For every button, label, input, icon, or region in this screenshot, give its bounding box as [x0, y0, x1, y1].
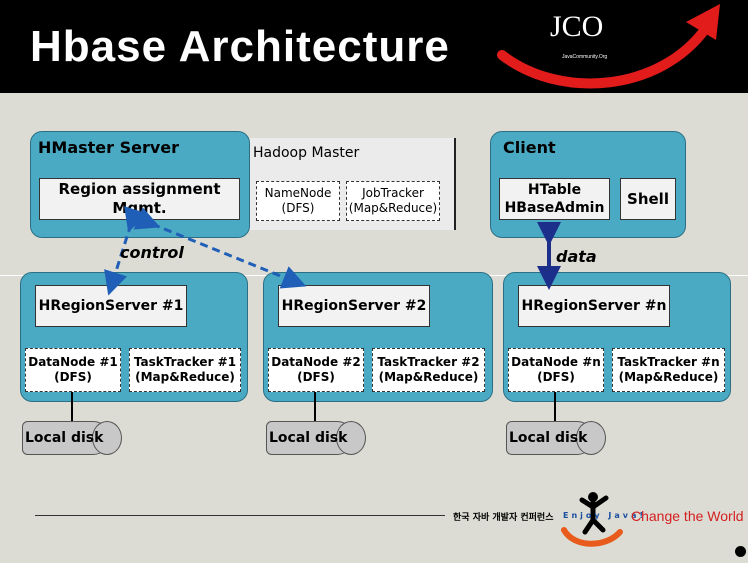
page-title: Hbase Architecture — [30, 22, 450, 71]
client-label: Client — [503, 138, 556, 157]
jobtracker-box: JobTracker (Map&Reduce) — [346, 181, 440, 221]
jco-logo: JCO JavaCommunity.Org — [550, 10, 630, 70]
tasktracker-1-box: TaskTracker #1 (Map&Reduce) — [129, 348, 241, 392]
regionserver-2-label: HRegionServer #2 — [278, 285, 430, 327]
tasktracker-2-box: TaskTracker #2 (Map&Reduce) — [372, 348, 485, 392]
page-dot-icon — [735, 546, 746, 557]
jco-logo-mark: JCO — [550, 10, 604, 43]
control-label: control — [120, 243, 184, 262]
disk-connector-n — [554, 392, 556, 422]
conference-name: 한국 자바 개발자 컨퍼런스 — [453, 513, 554, 523]
swoosh-arrow-icon — [497, 4, 720, 89]
disk-connector-2 — [314, 392, 316, 422]
datanode-1-box: DataNode #1 (DFS) — [25, 348, 121, 392]
local-disk-2-icon: Local disk — [266, 420, 366, 456]
hadoop-master-label: Hadoop Master — [253, 145, 360, 161]
enjoy-java-text: Enjoy Java! — [563, 511, 647, 520]
regionserver-n-label: HRegionServer #n — [518, 285, 670, 327]
local-disk-n-label: Local disk — [509, 430, 588, 446]
disk-connector-1 — [71, 392, 73, 422]
local-disk-n-icon: Local disk — [506, 420, 606, 456]
local-disk-2-label: Local disk — [269, 430, 348, 446]
enjoy-java-logo-icon — [561, 492, 623, 547]
tasktracker-n-box: TaskTracker #n (Map&Reduce) — [612, 348, 725, 392]
control-arrow-rs1 — [104, 206, 147, 296]
shell-box: Shell — [620, 178, 676, 220]
footer-line — [35, 515, 445, 516]
local-disk-1-icon: Local disk — [22, 420, 122, 456]
datanode-n-box: DataNode #n (DFS) — [508, 348, 604, 392]
jco-logo-sub: JavaCommunity.Org — [562, 54, 608, 60]
data-label: data — [556, 247, 597, 266]
datanode-2-box: DataNode #2 (DFS) — [268, 348, 364, 392]
hmaster-label: HMaster Server — [38, 138, 180, 157]
htable-box: HTable HBaseAdmin — [499, 178, 610, 220]
slogan: Change the World — [631, 508, 744, 524]
local-disk-1-label: Local disk — [25, 430, 104, 446]
control-arrow-rs2 — [133, 207, 307, 289]
